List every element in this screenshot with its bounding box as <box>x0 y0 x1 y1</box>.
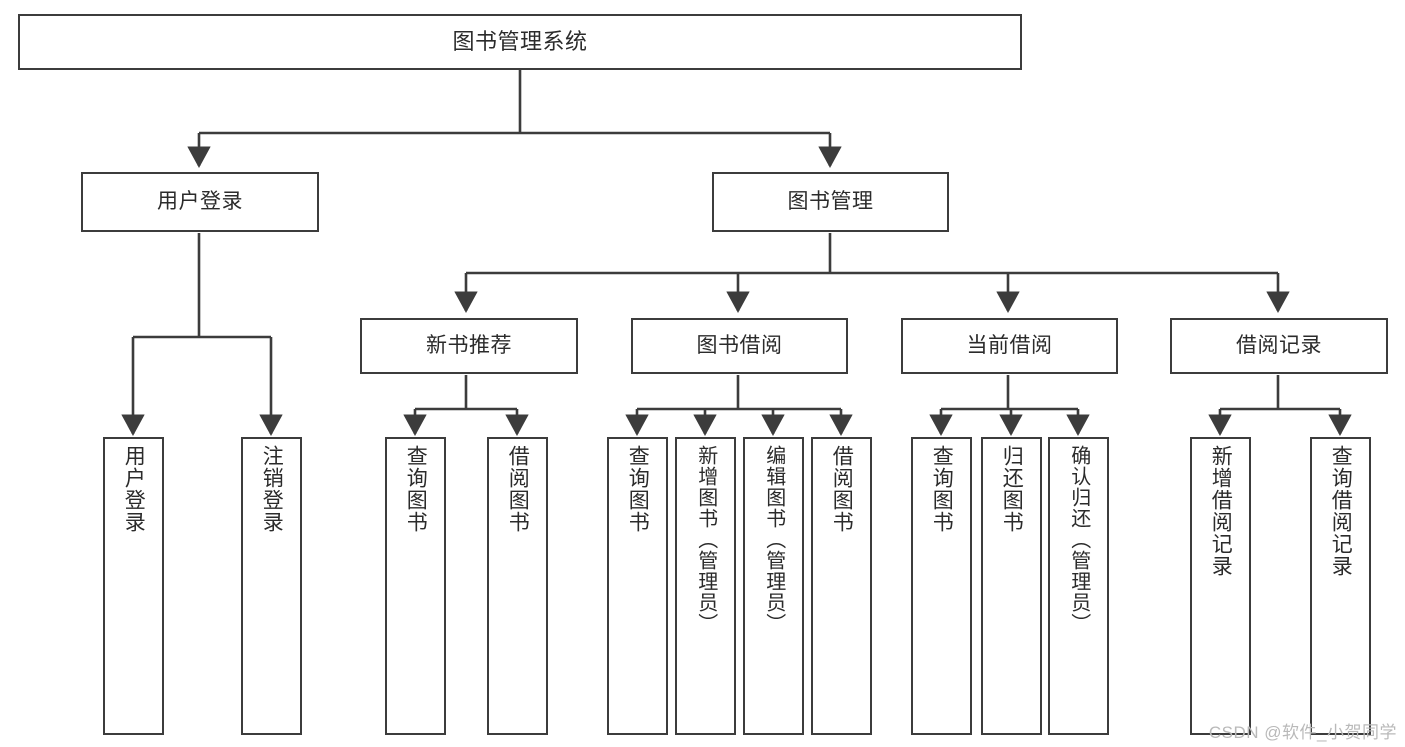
leaf-add-borrow-record[interactable]: 新增借阅记录 <box>1190 437 1251 735</box>
leaf-return-book-label: 归还图书 <box>1000 445 1024 533</box>
leaf-query-book-newbook-label: 查询图书 <box>404 445 428 533</box>
leaf-query-book-current[interactable]: 查询图书 <box>911 437 972 735</box>
node-current-borrow-label: 当前借阅 <box>966 333 1053 357</box>
leaf-logout-label: 注销登录 <box>260 445 284 533</box>
node-new-book-recommend[interactable]: 新书推荐 <box>360 318 578 374</box>
leaf-borrow-book[interactable]: 借阅图书 <box>811 437 872 735</box>
leaf-query-book-newbook[interactable]: 查询图书 <box>385 437 446 735</box>
watermark: CSDN @软件_小贺同学 <box>1208 723 1397 742</box>
node-root[interactable]: 图书管理系统 <box>18 14 1022 70</box>
leaf-borrow-book-newbook-label: 借阅图书 <box>506 445 530 533</box>
node-book-borrow-label: 图书借阅 <box>696 333 783 357</box>
node-borrow-record-label: 借阅记录 <box>1236 333 1322 357</box>
leaf-add-borrow-record-label: 新增借阅记录 <box>1209 445 1233 577</box>
node-book-management[interactable]: 图书管理 <box>712 172 949 232</box>
leaf-add-book-admin-label: 新增图书（管理员） <box>694 445 717 634</box>
node-user-login-label: 用户登录 <box>157 189 243 213</box>
node-user-login[interactable]: 用户登录 <box>81 172 319 232</box>
node-root-label: 图书管理系统 <box>452 29 588 55</box>
node-book-borrow[interactable]: 图书借阅 <box>631 318 848 374</box>
leaf-return-book[interactable]: 归还图书 <box>981 437 1042 735</box>
leaf-confirm-return-admin[interactable]: 确认归还（管理员） <box>1048 437 1109 735</box>
leaf-logout[interactable]: 注销登录 <box>241 437 302 735</box>
leaf-add-book-admin[interactable]: 新增图书（管理员） <box>675 437 736 735</box>
leaf-borrow-book-newbook[interactable]: 借阅图书 <box>487 437 548 735</box>
leaf-confirm-return-admin-label: 确认归还（管理员） <box>1067 445 1090 634</box>
leaf-user-login-label: 用户登录 <box>122 445 146 533</box>
node-new-book-recommend-label: 新书推荐 <box>426 333 512 357</box>
leaf-query-book-borrow-label: 查询图书 <box>626 445 650 533</box>
leaf-query-book-current-label: 查询图书 <box>930 445 954 533</box>
leaf-borrow-book-label: 借阅图书 <box>830 445 854 533</box>
leaf-query-book-borrow[interactable]: 查询图书 <box>607 437 668 735</box>
node-borrow-record[interactable]: 借阅记录 <box>1170 318 1388 374</box>
leaf-edit-book-admin[interactable]: 编辑图书（管理员） <box>743 437 804 735</box>
node-book-management-label: 图书管理 <box>787 189 874 213</box>
leaf-query-borrow-record-label: 查询借阅记录 <box>1329 445 1353 577</box>
leaf-user-login[interactable]: 用户登录 <box>103 437 164 735</box>
leaf-query-borrow-record[interactable]: 查询借阅记录 <box>1310 437 1371 735</box>
leaf-edit-book-admin-label: 编辑图书（管理员） <box>762 445 785 634</box>
node-current-borrow[interactable]: 当前借阅 <box>901 318 1118 374</box>
